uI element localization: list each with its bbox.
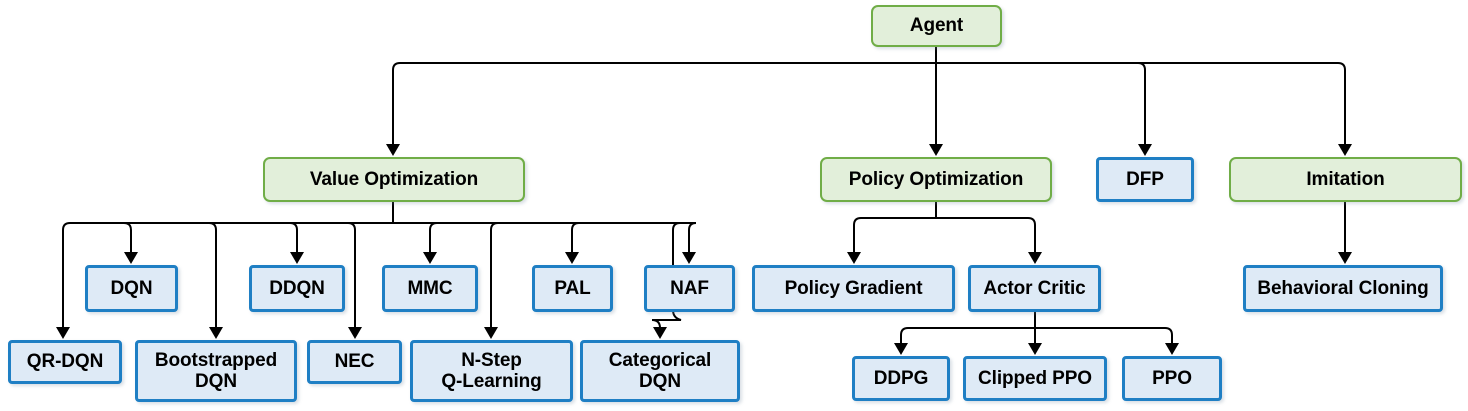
arrow-imitation xyxy=(1338,144,1352,156)
node-label-pal: PAL xyxy=(554,277,591,299)
node-label-naf: NAF xyxy=(670,277,709,299)
node-naf[interactable]: NAF xyxy=(644,265,735,312)
node-n_step[interactable]: N-Step Q-Learning xyxy=(410,340,573,402)
arrow-nec xyxy=(348,327,362,339)
node-label-ddqn: DDQN xyxy=(269,277,325,299)
arrow-categorical-dqn xyxy=(653,327,667,339)
node-label-agent: Agent xyxy=(909,15,964,37)
node-label-n_step: N-Step Q-Learning xyxy=(441,349,542,392)
node-label-imitation: Imitation xyxy=(1306,168,1385,190)
node-actor_critic[interactable]: Actor Critic xyxy=(968,265,1101,312)
node-behavioral[interactable]: Behavioral Cloning xyxy=(1243,265,1443,312)
arrow-naf xyxy=(682,252,696,264)
node-mmc[interactable]: MMC xyxy=(382,265,478,312)
node-ppo[interactable]: PPO xyxy=(1122,356,1222,401)
node-ddpg[interactable]: DDPG xyxy=(852,356,950,401)
arrow-ppo xyxy=(1165,343,1179,355)
actor-critic-to-ppo xyxy=(1035,327,1173,345)
node-policy_grad[interactable]: Policy Gradient xyxy=(752,265,955,312)
node-label-nec: NEC xyxy=(334,351,375,373)
node-label-cat_dqn: Categorical DQN xyxy=(608,349,712,392)
actor-critic-to-ddpg xyxy=(900,327,1035,345)
arrow-actor-critic xyxy=(1028,252,1042,264)
agent-to-imitation xyxy=(936,62,1346,146)
node-label-behavioral: Behavioral Cloning xyxy=(1257,277,1429,299)
node-label-dfp: DFP xyxy=(1126,168,1164,190)
node-clipped_ppo[interactable]: Clipped PPO xyxy=(963,356,1107,401)
arrow-policy-gradient xyxy=(847,252,861,264)
arrow-pal xyxy=(565,252,579,264)
arrow-dqn xyxy=(124,252,138,264)
node-nec[interactable]: NEC xyxy=(307,340,402,384)
node-imitation[interactable]: Imitation xyxy=(1229,157,1462,202)
arrow-dfp xyxy=(1138,144,1152,156)
arrow-clipped-ppo xyxy=(1028,343,1042,355)
arrow-behavioral-cloning xyxy=(1338,252,1352,264)
node-label-dqn: DQN xyxy=(110,277,153,299)
arrow-ddqn xyxy=(290,252,304,264)
policy-opt-to-policy-gradient xyxy=(853,217,936,254)
agent-to-value-optimization xyxy=(392,47,937,146)
agent-to-dfp xyxy=(936,62,1146,146)
node-policy_opt[interactable]: Policy Optimization xyxy=(820,157,1052,202)
arrow-ddpg xyxy=(894,343,908,355)
value-opt-to-mmc xyxy=(393,222,438,254)
node-dqn[interactable]: DQN xyxy=(85,265,178,312)
node-dfp[interactable]: DFP xyxy=(1096,157,1194,202)
node-label-ppo: PPO xyxy=(1152,367,1192,389)
node-label-policy_grad: Policy Gradient xyxy=(784,277,923,299)
node-ddqn[interactable]: DDQN xyxy=(249,265,345,312)
node-agent[interactable]: Agent xyxy=(871,5,1002,47)
arrow-n-step xyxy=(484,327,498,339)
node-label-bootstrapped: Bootstrapped DQN xyxy=(154,349,278,392)
arrow-value-optimization xyxy=(386,144,400,156)
arrow-policy-optimization xyxy=(929,144,943,156)
arrow-mmc xyxy=(423,252,437,264)
node-label-policy_opt: Policy Optimization xyxy=(848,168,1024,190)
arrow-qr-dqn xyxy=(56,327,70,339)
node-label-value_opt: Value Optimization xyxy=(309,168,479,190)
node-qr_dqn[interactable]: QR-DQN xyxy=(8,340,122,384)
value-opt-to-ddqn xyxy=(289,222,393,254)
policy-opt-to-actor-critic xyxy=(936,217,1036,254)
value-opt-to-pal xyxy=(393,222,580,254)
node-label-actor_critic: Actor Critic xyxy=(983,277,1086,299)
arrow-bootstrapped xyxy=(209,327,223,339)
value-opt-to-naf xyxy=(393,222,697,254)
node-label-mmc: MMC xyxy=(407,277,453,299)
node-cat_dqn[interactable]: Categorical DQN xyxy=(580,340,740,402)
node-label-clipped_ppo: Clipped PPO xyxy=(978,367,1092,389)
node-pal[interactable]: PAL xyxy=(532,265,613,312)
value-opt-to-dqn xyxy=(123,222,393,254)
node-label-qr_dqn: QR-DQN xyxy=(26,351,104,373)
node-value_opt[interactable]: Value Optimization xyxy=(263,157,525,202)
node-label-ddpg: DDPG xyxy=(873,367,929,389)
node-bootstrapped[interactable]: Bootstrapped DQN xyxy=(135,340,297,402)
